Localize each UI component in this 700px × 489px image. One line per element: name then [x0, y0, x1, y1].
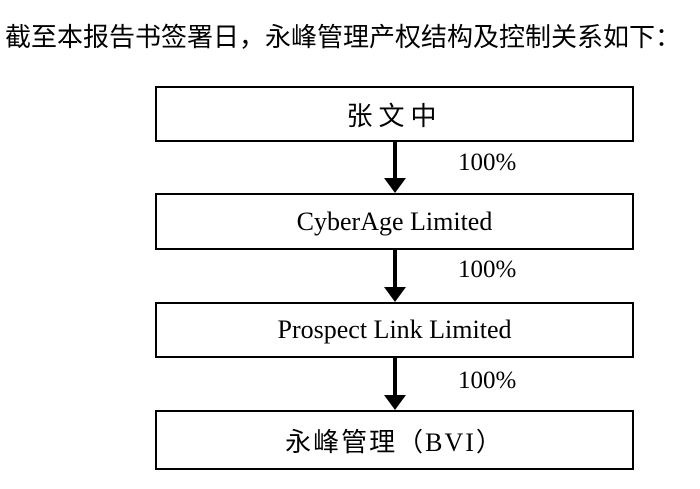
node-label: Prospect Link Limited — [277, 315, 512, 344]
ownership-percentage-label-1: 100% — [458, 149, 517, 176]
node-label: 永峰管理（BVI） — [285, 427, 504, 457]
ownership-percentage-label-2: 100% — [458, 256, 517, 283]
arrow-shaft — [393, 142, 397, 180]
down-arrow-3 — [384, 358, 406, 410]
ownership-percentage-label-3: 100% — [458, 367, 517, 394]
arrow-shaft — [393, 358, 397, 397]
down-arrow-1 — [384, 142, 406, 193]
arrow-head-icon — [384, 395, 406, 410]
node-label: 张文中 — [346, 101, 443, 131]
node-yongfeng-management-bvi: 永峰管理（BVI） — [155, 410, 634, 470]
intro-text: 截至本报告书签署日，永峰管理产权结构及控制关系如下： — [5, 23, 682, 52]
arrow-shaft — [393, 250, 397, 289]
node-cyberage-limited: CyberAge Limited — [155, 193, 634, 250]
node-zhang-wenzhong: 张文中 — [155, 86, 634, 142]
down-arrow-2 — [384, 250, 406, 302]
node-prospect-link-limited: Prospect Link Limited — [155, 302, 634, 358]
node-label: CyberAge Limited — [296, 206, 493, 236]
arrow-head-icon — [384, 287, 406, 302]
arrow-head-icon — [384, 178, 406, 193]
